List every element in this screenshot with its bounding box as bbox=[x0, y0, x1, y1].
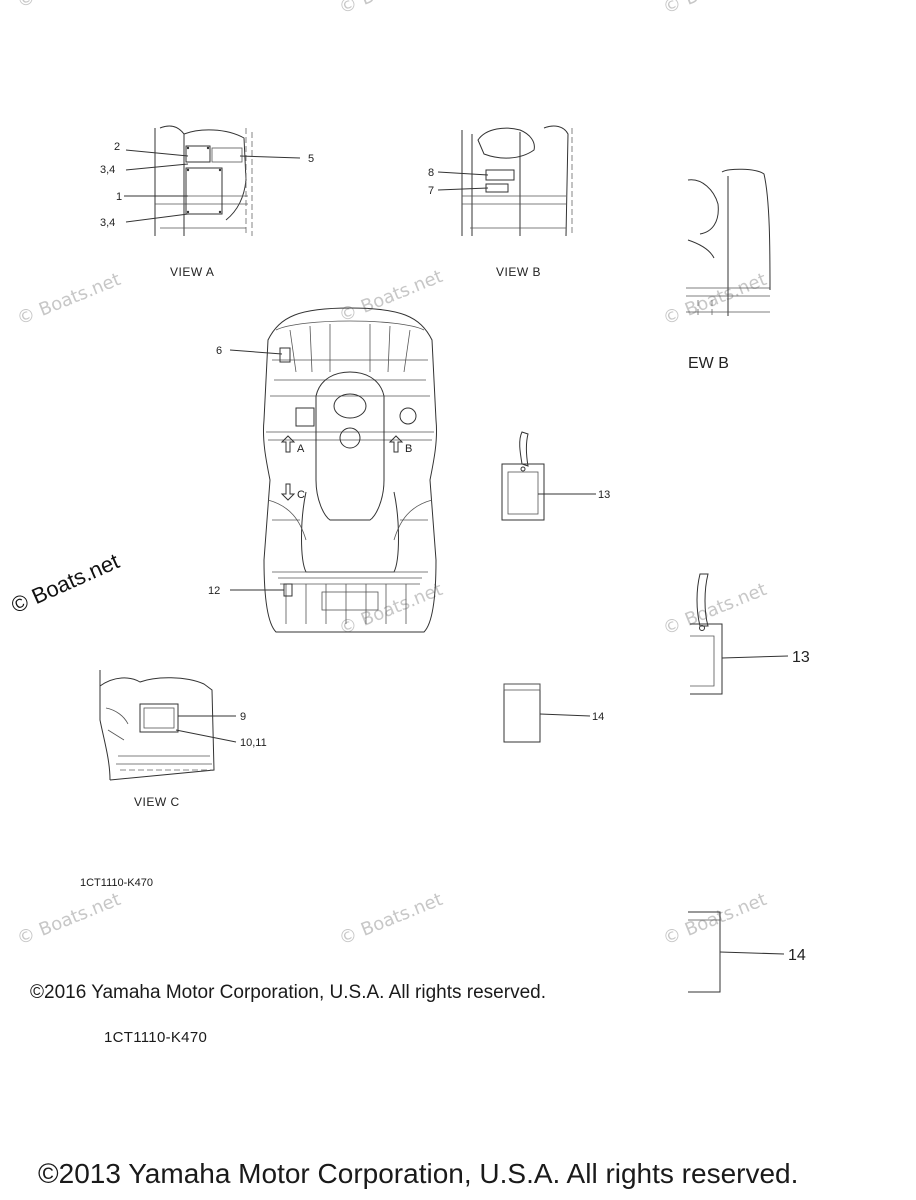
watermark: © Boats.net bbox=[14, 889, 124, 950]
watermark: © Boats.net bbox=[336, 0, 446, 19]
callout-5: 5 bbox=[308, 153, 314, 165]
callout-14: 14 bbox=[592, 711, 604, 723]
watermarks: © Boats.net © Boats.net © Boats.net © Bo… bbox=[14, 0, 770, 950]
callout-1: 1 bbox=[116, 191, 122, 203]
callout-14-crop: 14 bbox=[788, 947, 806, 964]
callout-13-crop: 13 bbox=[792, 649, 810, 666]
card-14 bbox=[503, 683, 591, 743]
callout-6: 6 bbox=[216, 345, 222, 357]
view-a-label: VIEW A bbox=[170, 265, 214, 279]
view-a-illustration bbox=[124, 125, 301, 236]
hang-tag-13 bbox=[501, 431, 596, 521]
callout-9: 9 bbox=[240, 711, 246, 723]
part-code: 1CT1110-K470 bbox=[104, 1029, 208, 1046]
watermark: © Boats.net bbox=[660, 579, 770, 640]
callout-7: 7 bbox=[428, 185, 434, 197]
copyright-2016: ©2016 Yamaha Motor Corporation, U.S.A. A… bbox=[30, 982, 546, 1003]
view-arrow-c: C bbox=[297, 489, 305, 501]
watermark: © Boats.net bbox=[14, 0, 124, 13]
callout-13: 13 bbox=[598, 489, 610, 501]
callout-8: 8 bbox=[428, 167, 434, 179]
atv-top-view bbox=[229, 307, 437, 633]
view-c-label: VIEW C bbox=[134, 795, 180, 809]
view-c-illustration bbox=[99, 670, 237, 781]
view-arrow-a: A bbox=[297, 443, 305, 455]
watermark: © Boats.net bbox=[14, 269, 124, 330]
callout-12: 12 bbox=[208, 585, 220, 597]
callout-3-4: 3,4 bbox=[100, 164, 115, 176]
copyright-2013: ©2013 Yamaha Motor Corporation, U.S.A. A… bbox=[38, 1158, 799, 1189]
view-b-illustration bbox=[437, 125, 573, 237]
watermark: © Boats.net bbox=[336, 579, 446, 640]
watermark: © Boats.net bbox=[660, 0, 770, 19]
callout-10-11: 10,11 bbox=[240, 737, 267, 749]
watermark: © Boats.net bbox=[336, 889, 446, 950]
watermark: © Boats.net bbox=[336, 266, 446, 327]
card-14-crop bbox=[688, 911, 785, 993]
view-b-crop-illustration bbox=[686, 168, 771, 318]
callout-3-4: 3,4 bbox=[100, 217, 115, 229]
view-arrow-b: B bbox=[405, 443, 412, 455]
view-b-crop-label: EW B bbox=[688, 355, 729, 372]
part-code-small: 1CT1110-K470 bbox=[80, 877, 153, 889]
callout-2: 2 bbox=[114, 141, 120, 153]
watermark: © Boats.net bbox=[660, 269, 770, 330]
view-b-label: VIEW B bbox=[496, 265, 541, 279]
watermark: © Boats.net bbox=[660, 889, 770, 950]
hang-tag-13-crop bbox=[690, 573, 789, 695]
